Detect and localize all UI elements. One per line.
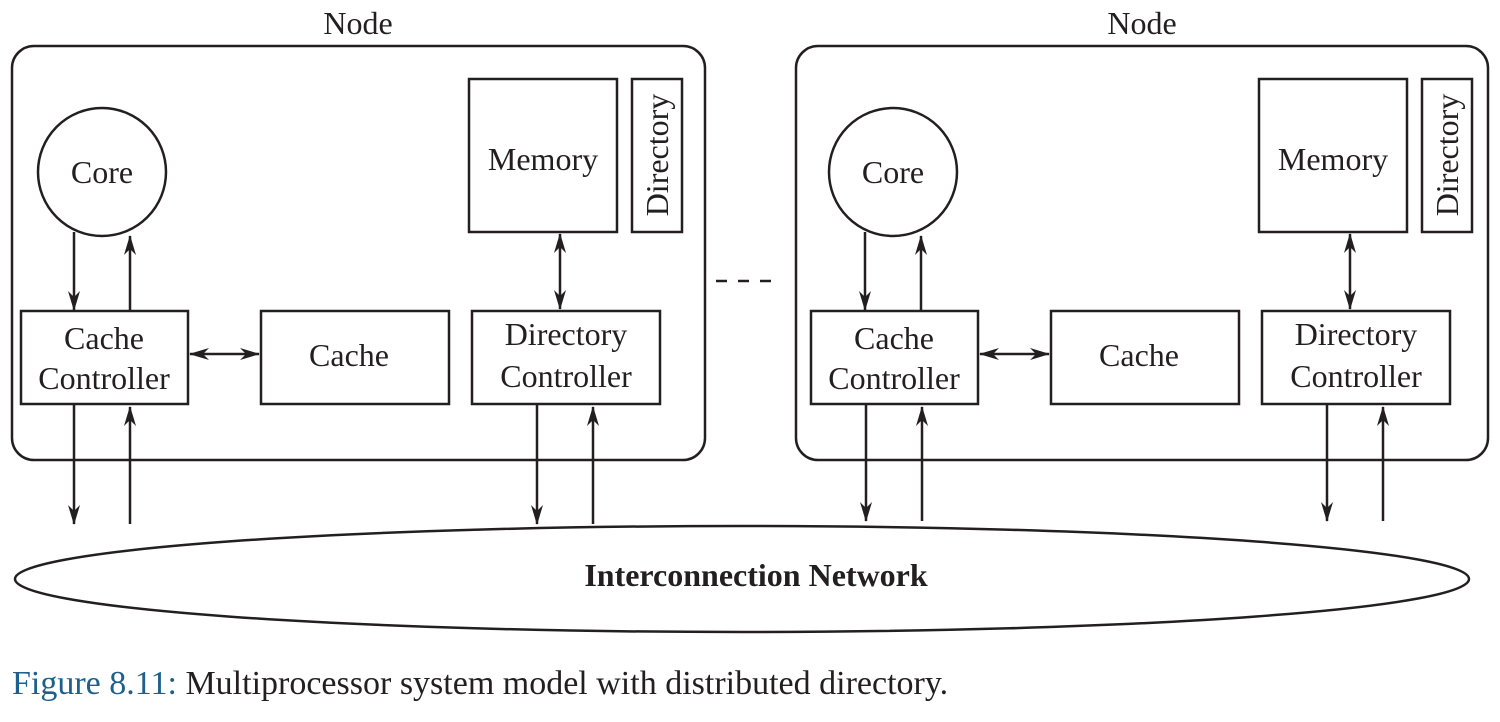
node-2-memory <box>1257 77 1409 234</box>
interconnection-network <box>13 524 1471 634</box>
node-2-core <box>827 106 959 238</box>
figure-caption: Figure 8.11: Multiprocessor system model… <box>12 665 948 703</box>
node-1-cache-label: Cache <box>309 337 389 373</box>
node-1-memory-label: Memory <box>488 141 598 177</box>
node-1-cache-controller-line1: Cache <box>64 320 144 356</box>
node-1-core <box>36 106 168 238</box>
node-2-cache-controller-line1: Cache <box>854 320 934 356</box>
node-1-directory-controller-line2: Controller <box>500 358 632 394</box>
node-1-directory <box>630 77 684 234</box>
node-2-cache <box>1049 309 1241 406</box>
node-1: Node Core Memory Directory Cache Control… <box>10 5 707 525</box>
node-2-core-label: Core <box>862 154 924 190</box>
node-2-memory-label: Memory <box>1278 141 1388 177</box>
node-2-cache-controller <box>809 309 980 406</box>
node-2-directory-controller-line2: Controller <box>1290 358 1422 394</box>
node-2: Node Core Memory Directory Cache Control… <box>794 5 1490 522</box>
node-1-memory <box>467 77 619 234</box>
node-1-directory-controller-line1: Directory <box>505 316 628 352</box>
node-1-core-label: Core <box>71 154 133 190</box>
node-1-title: Node <box>323 5 392 41</box>
node-2-directory-label: Directory <box>1429 94 1465 217</box>
node-2-cache-controller-line2: Controller <box>828 360 960 396</box>
interconnection-network-label: Interconnection Network <box>584 557 928 593</box>
node-1-cache-controller <box>19 309 190 406</box>
node-2-directory-controller-line1: Directory <box>1295 316 1418 352</box>
caption-text: Multiprocessor system model with distrib… <box>176 665 949 702</box>
node-1-directory-label: Directory <box>639 94 675 217</box>
node-1-cache-controller-line2: Controller <box>38 360 170 396</box>
node-2-directory-controller <box>1260 309 1452 406</box>
node-1-cache <box>259 309 451 406</box>
node-2-cache-label: Cache <box>1099 337 1179 373</box>
node-2-directory <box>1420 77 1474 234</box>
figure-number: Figure 8.11: <box>12 665 177 702</box>
node-2-title: Node <box>1107 5 1176 41</box>
node-1-directory-controller <box>470 309 662 406</box>
diagram: Node Core Memory Directory Cache Control… <box>10 5 1490 634</box>
